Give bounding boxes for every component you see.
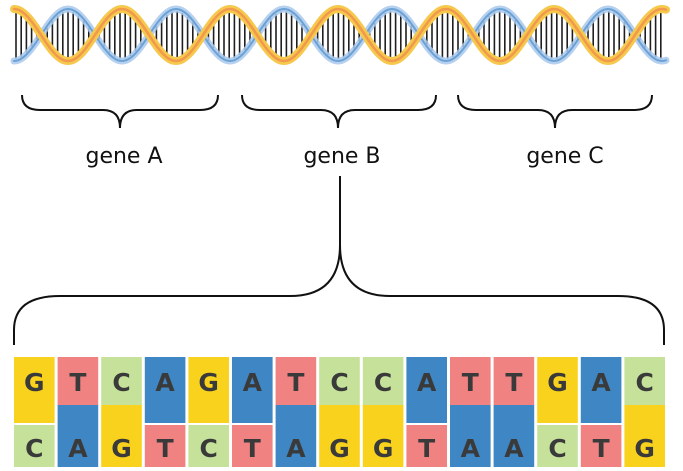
top-base-block bbox=[188, 357, 229, 423]
top-base-letter: G bbox=[547, 368, 568, 397]
top-base-letter: A bbox=[243, 368, 263, 397]
bottom-base-letter: A bbox=[504, 434, 524, 463]
top-base-block bbox=[406, 357, 447, 423]
top-base-block bbox=[14, 357, 55, 423]
gene-c-label: gene C bbox=[526, 144, 603, 169]
bottom-base-letter: T bbox=[593, 434, 610, 463]
top-base-block bbox=[57, 357, 99, 405]
gene-a-label: gene A bbox=[85, 144, 162, 169]
top-base-letter: C bbox=[636, 368, 654, 397]
top-base-letter: A bbox=[155, 368, 175, 397]
gene-braces bbox=[21, 94, 653, 129]
bottom-base-letter: T bbox=[244, 434, 261, 463]
helix-strand-orange-edge bbox=[12, 7, 668, 63]
top-base-letter: G bbox=[24, 368, 45, 397]
top-base-block bbox=[232, 357, 273, 423]
top-base-letter: T bbox=[505, 368, 522, 397]
bottom-base-letter: A bbox=[286, 434, 306, 463]
top-base-block bbox=[319, 357, 360, 405]
top-base-letter: G bbox=[198, 368, 219, 397]
top-base-block bbox=[580, 357, 622, 423]
bottom-base-block bbox=[144, 425, 186, 467]
top-base-letter: T bbox=[69, 368, 86, 397]
bottom-base-block bbox=[319, 405, 360, 467]
bottom-base-block bbox=[57, 405, 99, 467]
bottom-base-block bbox=[493, 405, 535, 467]
bottom-base-block bbox=[362, 405, 404, 467]
bottom-base-letter: G bbox=[634, 434, 655, 463]
top-base-letter: C bbox=[374, 368, 392, 397]
top-base-block bbox=[275, 357, 317, 405]
top-base-letter: T bbox=[462, 368, 479, 397]
top-base-block bbox=[537, 357, 578, 423]
top-base-letter: C bbox=[112, 368, 130, 397]
gene-b-brace bbox=[241, 94, 437, 129]
gene-labels: gene A gene B gene C bbox=[85, 144, 603, 169]
top-base-letter: T bbox=[287, 368, 304, 397]
bottom-base-letter: G bbox=[111, 434, 132, 463]
bottom-base-letter: A bbox=[461, 434, 481, 463]
bottom-base-block bbox=[406, 425, 447, 467]
top-base-block bbox=[624, 357, 665, 405]
bottom-base-block bbox=[580, 425, 622, 467]
bottom-base-block bbox=[624, 405, 665, 467]
zoom-brace bbox=[13, 176, 665, 345]
dna-double-helix bbox=[10, 4, 670, 66]
helix-strand-blue-edge bbox=[13, 7, 667, 63]
bottom-base-letter: G bbox=[329, 434, 350, 463]
top-base-block bbox=[101, 357, 142, 405]
top-base-letter: C bbox=[330, 368, 348, 397]
gene-a-brace bbox=[21, 94, 219, 129]
zoom-bracket bbox=[13, 244, 665, 345]
bottom-base-letter: C bbox=[25, 434, 43, 463]
top-base-letter: A bbox=[591, 368, 611, 397]
bottom-base-block bbox=[232, 425, 273, 467]
top-base-letter: A bbox=[417, 368, 437, 397]
top-base-block bbox=[493, 357, 535, 405]
top-base-block bbox=[362, 357, 404, 405]
bottom-base-block bbox=[537, 425, 578, 467]
bottom-base-letter: C bbox=[548, 434, 566, 463]
top-base-block bbox=[450, 357, 491, 405]
bottom-base-letter: T bbox=[157, 434, 174, 463]
top-base-block bbox=[144, 357, 186, 423]
gene-c-brace bbox=[457, 94, 653, 129]
bottom-base-block bbox=[14, 425, 55, 467]
bottom-base-letter: A bbox=[68, 434, 88, 463]
gene-b-label: gene B bbox=[303, 144, 380, 169]
bottom-base-block bbox=[188, 425, 229, 467]
bottom-base-letter: G bbox=[373, 434, 394, 463]
bottom-base-block bbox=[450, 405, 491, 467]
bottom-base-block bbox=[275, 405, 317, 467]
bottom-base-block bbox=[101, 405, 142, 467]
bottom-base-letter: T bbox=[418, 434, 435, 463]
bottom-base-letter: C bbox=[200, 434, 218, 463]
